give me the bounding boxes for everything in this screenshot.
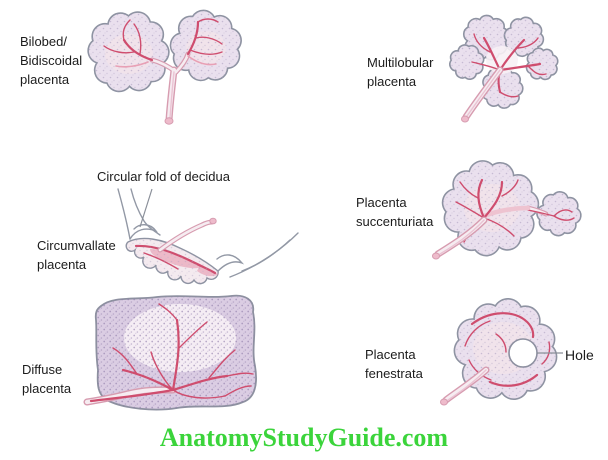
left-decidual-fold [129,224,159,240]
site-watermark: AnatomyStudyGuide.com [159,423,449,452]
umbilical-cord [440,366,490,406]
fenestrata-vessels [464,312,551,387]
succenturiata-label: Placenta succenturiata [356,195,434,229]
bilobed-placenta-drawing [87,9,242,125]
hole-label: Hole [565,347,594,363]
circumvallate-label: Circumvallate placenta [37,238,116,272]
placental-hole [508,338,538,368]
accessory-lobe-vessels [553,209,575,221]
diffuse-label: Diffuse placenta [22,362,72,396]
fenestrata-placenta-drawing [440,298,563,406]
diffuse-vessels [89,303,254,403]
umbilical-cord [461,66,504,123]
fenestrata-label: Placenta fenestrata [365,347,423,381]
multilobular-vessels [471,33,547,98]
umbilical-cord [432,216,488,260]
umbilical-cord [149,51,191,125]
multilobular-placenta-drawing [449,14,559,123]
succenturiata-placenta-drawing [432,160,582,260]
circular-fold-of-decidua-label: Circular fold of decidua [97,169,230,184]
accessory-lobe [536,191,582,237]
circumvallate-placenta-drawing [117,188,299,285]
right-decidual-fold [216,254,245,272]
bilobed-label: Bilobed/ Bidiscoidal placenta [20,34,83,87]
bilobed-vessels [103,18,223,68]
placental-disc [125,237,219,285]
circular-fold-leader-line [139,188,153,228]
multilobular-label: Multilobular placenta [367,55,434,89]
umbilical-cord [157,217,217,253]
diffuse-placenta-drawing [83,294,257,411]
